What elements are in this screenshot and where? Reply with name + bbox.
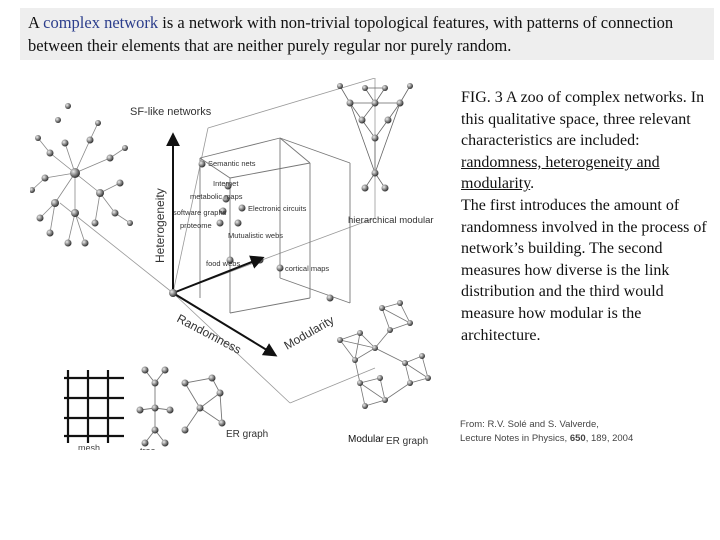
modular-er-graph-label: ER graph bbox=[386, 436, 428, 447]
source-citation: From: R.V. Solé and S. Valverde, Lecture… bbox=[460, 419, 634, 444]
hierarchical-modular-label: hierarchical modular bbox=[348, 215, 434, 226]
internet-label: Internet bbox=[213, 179, 239, 188]
sf-like-label: SF-like networks bbox=[130, 106, 212, 118]
axes bbox=[166, 132, 278, 357]
tree-label: tree bbox=[140, 446, 156, 450]
electronic-circuits-label: Electronic circuits bbox=[248, 204, 307, 213]
software-graphs-label: software graphs bbox=[173, 208, 227, 217]
hierarchical-modular-network bbox=[337, 83, 413, 192]
axis-randomness: Randomness bbox=[175, 311, 244, 357]
cortical-maps-label: cortical maps bbox=[285, 264, 329, 273]
axis-modularity: Modularity bbox=[282, 313, 337, 353]
food-webs-label: food webs bbox=[206, 259, 240, 268]
mesh-network bbox=[64, 370, 124, 443]
proteome-label: proteome bbox=[180, 221, 212, 230]
axis-heterogeneity: Heterogeneity bbox=[153, 188, 167, 263]
metabolic-maps-label: metabolic maps bbox=[190, 192, 243, 201]
figure-caption: FIG. 3 A zoo of complex networks. In thi… bbox=[461, 89, 707, 344]
semantic-nets-label: Semantic nets bbox=[208, 159, 256, 168]
mesh-label: mesh bbox=[78, 443, 100, 450]
modular-label: Modular bbox=[348, 434, 385, 445]
modular-er-graph bbox=[337, 300, 431, 409]
mutualistic-webs-label: Mutualistic webs bbox=[228, 231, 283, 240]
key-characteristics: randomness, heterogeneity and modularity bbox=[461, 153, 660, 193]
intro-text: A complex network is a network with non-… bbox=[20, 8, 714, 60]
sf-like-network bbox=[30, 103, 133, 247]
er-graph-label: ER graph bbox=[226, 429, 268, 440]
complex-network-term[interactable]: complex network bbox=[43, 13, 159, 32]
er-graph bbox=[181, 374, 226, 434]
network-points: Semantic nets Internet metabolic maps so… bbox=[173, 159, 334, 302]
tree-network bbox=[136, 366, 174, 447]
perspective-lines bbox=[59, 78, 376, 404]
wireframe-box bbox=[199, 137, 351, 314]
complex-networks-figure: SF-like networks hierarchical modular Se… bbox=[30, 78, 434, 450]
